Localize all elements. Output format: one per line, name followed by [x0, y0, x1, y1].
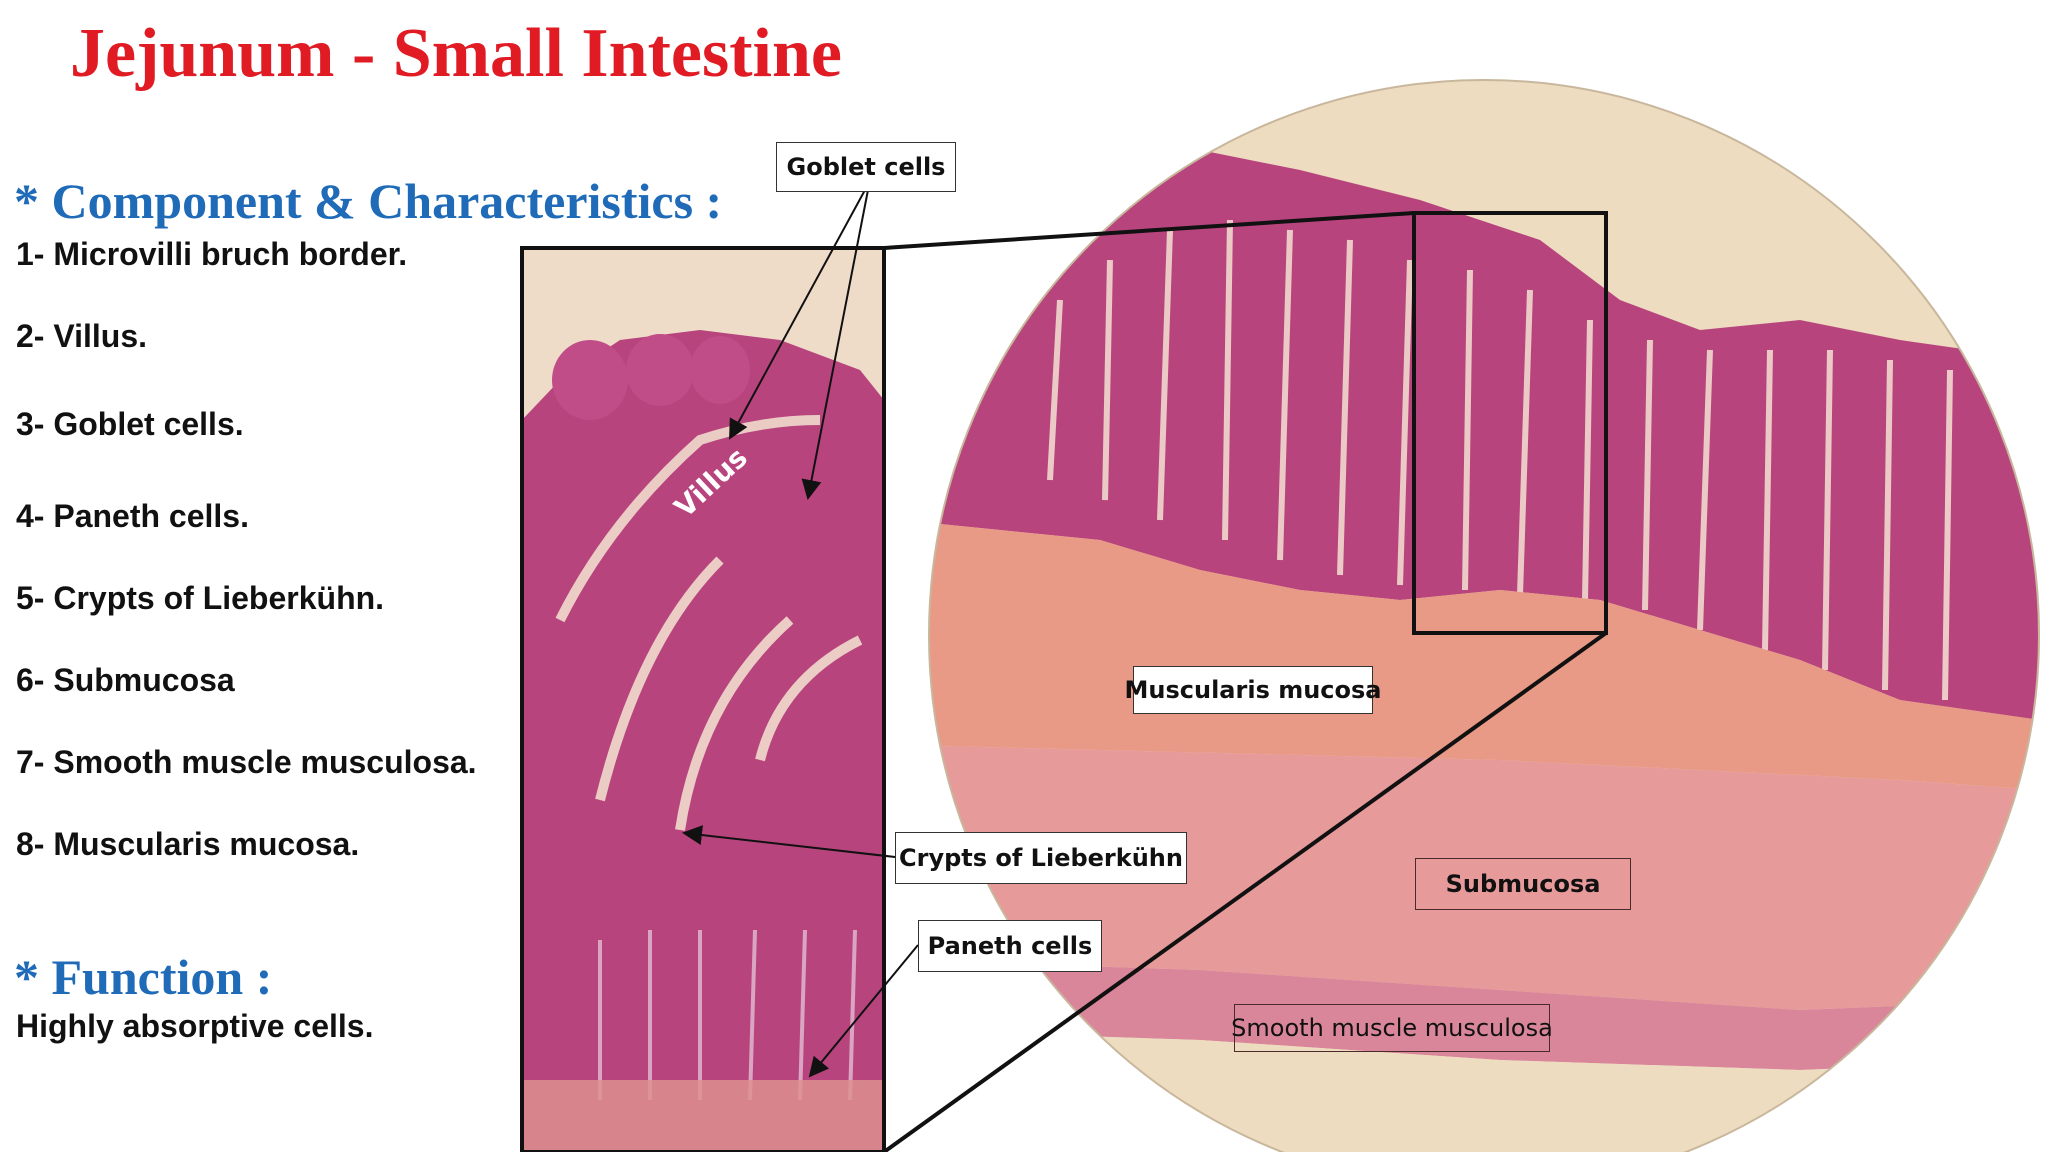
component-item: 2- Villus. [16, 318, 148, 354]
component-item: 3- Goblet cells. [16, 406, 244, 442]
page-title: Jejunum - Small Intestine [70, 15, 842, 92]
goblet-arrow [729, 189, 866, 440]
component-item: 4- Paneth cells. [16, 498, 249, 534]
inset-frame [520, 246, 886, 1152]
goblet-arrow [801, 189, 869, 500]
paneth-cells-label: Paneth cells [918, 920, 1102, 972]
component-item: 6- Submucosa [16, 662, 235, 698]
component-item: 8- Muscularis mucosa. [16, 826, 360, 862]
submucosa-label: Submucosa [1415, 858, 1631, 910]
goblet-cells-label: Goblet cells [776, 142, 956, 192]
smooth-muscle-label: Smooth muscle musculosa [1231, 1004, 1553, 1052]
component-item: 1- Microvilli bruch border. [16, 236, 408, 272]
microscope-field [929, 80, 2039, 1152]
muscularis-mucosa-label: Muscularis mucosa [1125, 666, 1382, 714]
function-heading: * Function : [14, 949, 273, 1005]
inset-panel [522, 248, 884, 1152]
component-item: 7- Smooth muscle musculosa. [16, 744, 477, 780]
component-item: 5- Crypts of Lieberkühn. [16, 580, 385, 616]
smooth-muscle-layer [929, 960, 2039, 1070]
paneth-arrow [808, 944, 919, 1078]
muscularis-mucosa-layer [929, 520, 2039, 790]
zoom-region [1412, 211, 1608, 635]
crypts-label: Crypts of Lieberkühn [895, 832, 1187, 884]
crypts-arrow [682, 825, 896, 858]
components-heading: * Component & Characteristics : [14, 173, 723, 229]
submucosa-layer [929, 745, 2039, 1010]
function-text: Highly absorptive cells. [16, 1008, 374, 1044]
